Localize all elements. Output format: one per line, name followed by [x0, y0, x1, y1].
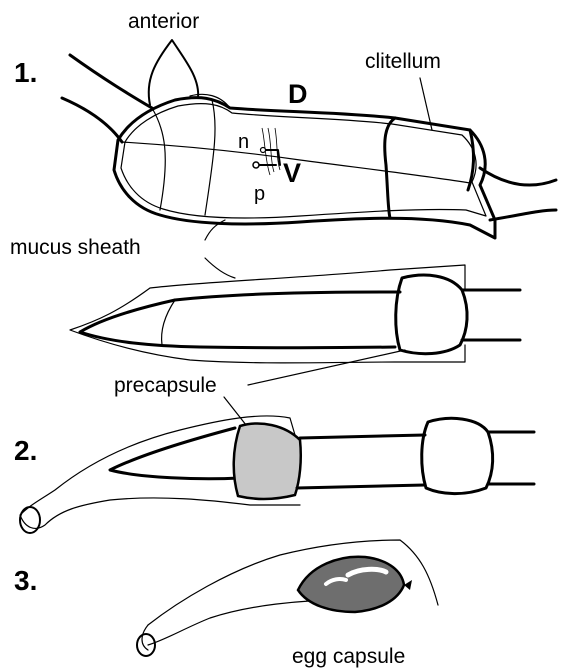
ventral-label: V: [283, 158, 301, 188]
clitellum-label: clitellum: [365, 50, 441, 73]
sheath-remnant-bottom: [148, 600, 345, 645]
sheath-remnant-end: [142, 625, 148, 650]
nephridiopore-label: n: [238, 131, 249, 153]
precapsule-label: precapsule: [114, 374, 217, 397]
stage-2-number: 2.: [14, 435, 37, 466]
mucus-sheath-leader-bottom: [205, 258, 235, 278]
stage-3-capsule: [137, 540, 438, 656]
stage-1-number: 1.: [14, 57, 37, 88]
sheath-tube-opening: [137, 634, 155, 656]
stage-2-clitellum: [422, 418, 493, 493]
dorsal-label: D: [288, 79, 308, 109]
anterior-label: anterior: [128, 10, 199, 33]
worm-tail-lower: [490, 210, 556, 220]
stage-2-worm-head: [110, 428, 240, 479]
mucus-sheath-label: mucus sheath: [10, 236, 141, 259]
pore-label: p: [254, 183, 265, 205]
sheath-worm-top: [175, 292, 400, 300]
worm-lower-body-line: [62, 98, 122, 142]
precapsule: [234, 424, 301, 499]
stage-2-worm: [20, 416, 534, 533]
sheath-stage-worm: [70, 265, 520, 363]
egg-capsule-label: egg capsule: [292, 645, 405, 668]
worm-tail-upper: [480, 168, 556, 185]
genital-pore-detail: [253, 128, 280, 175]
stage-1-worm: [62, 40, 556, 238]
sheath-worm-bottom: [80, 300, 395, 348]
sheath-clitellum: [396, 275, 467, 354]
egg-capsule: [298, 557, 404, 612]
worm-upper-body-line: [70, 55, 152, 108]
segment-line: [205, 100, 215, 215]
stage-2-worm-bottom: [297, 485, 425, 488]
sheath-worm-segment: [162, 300, 175, 345]
stage-2-worm-top: [300, 435, 425, 438]
worm-body-outline: [114, 98, 495, 238]
egg-capsule-tip: [404, 580, 412, 590]
segment-line: [152, 108, 165, 210]
precapsule-leader-right: [248, 350, 405, 385]
clitellum-front-edge: [385, 118, 395, 218]
stage-3-number: 3.: [14, 565, 37, 596]
